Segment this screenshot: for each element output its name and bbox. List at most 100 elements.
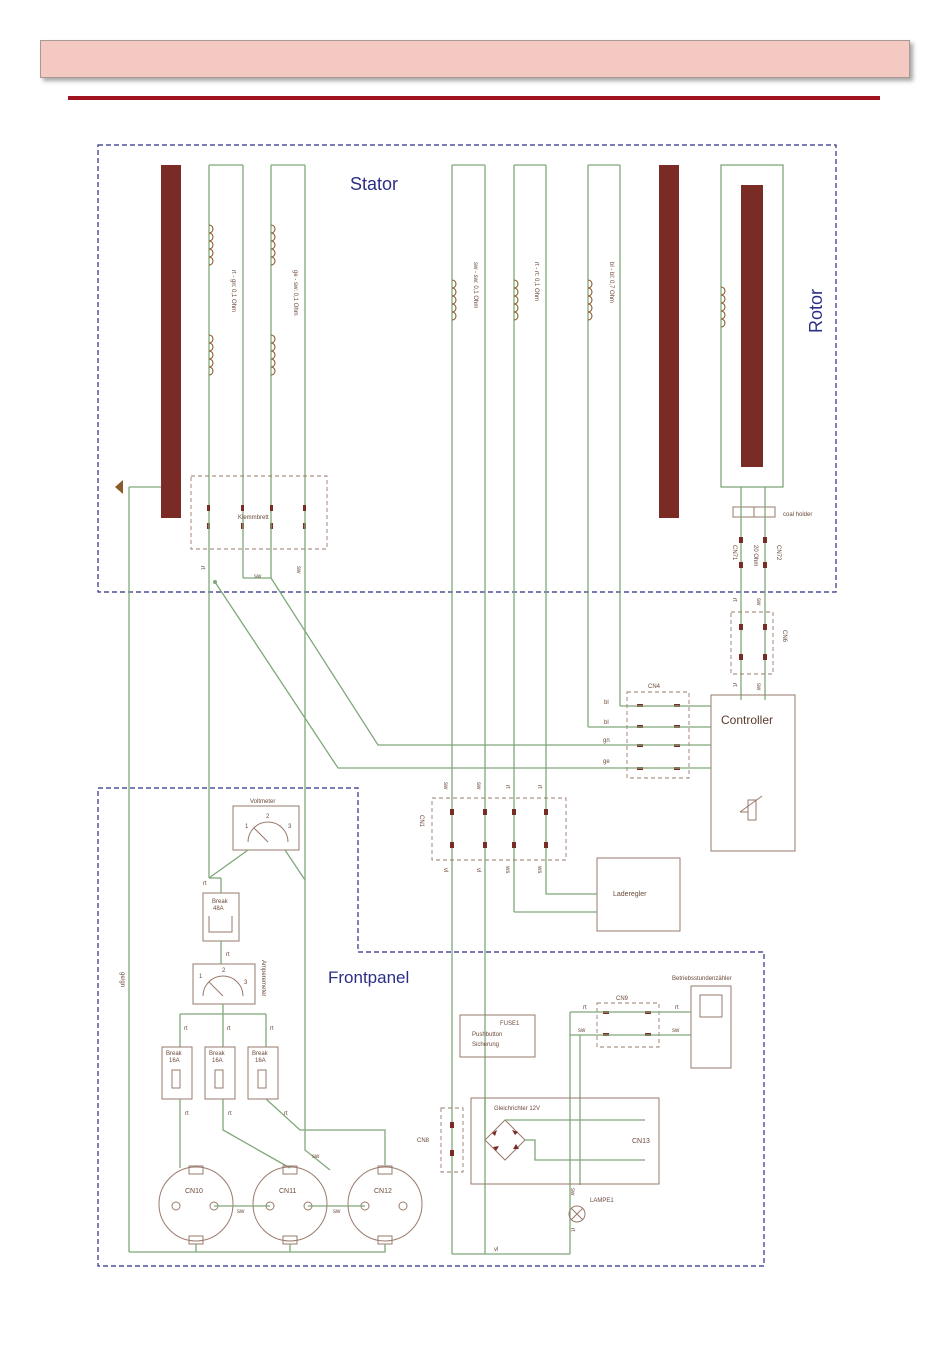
break-16a-3: Break 16A [247, 1046, 279, 1100]
stator-bar-left [161, 165, 181, 518]
cn9-pins [603, 1011, 651, 1036]
gleichrichter-label: Gleichrichter 12V [494, 1106, 540, 1112]
cn11-socket: CN11 [252, 1165, 328, 1245]
cn9-box [596, 1002, 660, 1048]
stator-frame [97, 144, 837, 593]
ampere-n1: 1 [199, 974, 203, 980]
tag-sw-cn1: sw [442, 782, 448, 790]
tag-sw-sock: sw [312, 1154, 320, 1160]
rotor-bar [741, 185, 763, 467]
svg-text:16A: 16A [169, 1058, 180, 1064]
fuse1-box [459, 1014, 536, 1058]
rotor-outline [720, 164, 784, 488]
tag-sw-s2: sw [333, 1209, 341, 1215]
svg-text:CN11: CN11 [279, 1188, 296, 1195]
svg-text:Break: Break [209, 1051, 226, 1057]
svg-text:16A: 16A [212, 1058, 223, 1064]
tag-rt-cn1: rt [504, 785, 510, 789]
tag-sw-cn6: sw [755, 598, 761, 606]
tag-rt-b3: rt [270, 1026, 274, 1032]
tag-vl-cn1: vl [442, 868, 448, 872]
klemmbrett-box [190, 475, 328, 550]
tag-sw-cn1b: sw [475, 782, 481, 790]
svg-text:CN10: CN10 [185, 1188, 203, 1195]
tag-sw-cn9b: sw [672, 1028, 680, 1034]
cn72-label: CN72 [775, 545, 781, 561]
frontpanel-title: Frontpanel [328, 968, 409, 987]
tag-rt-1: rt [199, 566, 205, 570]
betriebsstunden-box [690, 985, 732, 1069]
tag-rt-o1: rt [185, 1111, 189, 1117]
tag-bl-1: bl [604, 700, 609, 706]
coil-pair-5: bl - bl: 0,7 Ohm [587, 164, 621, 727]
cn8-label: CN8 [417, 1138, 430, 1144]
voltmeter-box [232, 805, 300, 851]
fuse1-label: FUSE1 [500, 1021, 520, 1027]
tag-rt-lamp: rt [569, 1228, 575, 1232]
sicherung-label: Sicherung [472, 1042, 499, 1048]
cn71-label: CN71 [731, 545, 737, 561]
voltmeter-n3: 3 [288, 824, 292, 830]
coal-holder-label: coal holder [783, 512, 812, 518]
tag-rt-cn6b: rt [731, 683, 737, 687]
break-48a-amp: 48A [213, 906, 224, 912]
voltmeter-label: Voltmeter [250, 799, 275, 805]
tag-sw-1: sw [254, 574, 262, 580]
cn10-socket: CN10 [158, 1165, 234, 1245]
laderegler-label: Laderegler [613, 891, 647, 898]
coil-pair-3: sw - sw: 0,1 Ohm [451, 164, 486, 1254]
betriebsstunden-display [699, 994, 723, 1018]
tag-sw-cn9: sw [578, 1028, 586, 1034]
coil-2-label: ge - sw: 0,1 Ohm [292, 270, 298, 316]
ampere-n3: 3 [244, 980, 248, 986]
cn13-label: CN13 [632, 1138, 650, 1145]
cn7-pins [739, 537, 767, 568]
coil-pair-2: ge - sw: 0,1 Ohm [270, 164, 306, 520]
controller-box [710, 694, 796, 852]
tag-rt-cn9b: rt [675, 1005, 679, 1011]
amperemeter-box [192, 963, 256, 1005]
potentiometer-icon [739, 795, 763, 821]
controller-label: Controller [721, 713, 773, 727]
svg-text:Break: Break [166, 1051, 183, 1057]
cn6-pins [739, 624, 767, 660]
rotor-coil [720, 286, 726, 328]
tag-sw-2: sw [295, 566, 301, 574]
voltmeter-n1: 1 [245, 824, 249, 830]
cn1-label: CN1 [418, 815, 424, 828]
coil-3-label: sw - sw: 0,1 Ohm [472, 262, 478, 308]
cn8-pins [450, 1122, 454, 1156]
tag-ws-cn1: ws [504, 865, 510, 873]
gegn-label: ge/gn [119, 972, 125, 987]
cn6-box [730, 611, 774, 675]
header-rule [68, 96, 880, 100]
tag-rt-br48: rt [203, 881, 207, 887]
stator-bar-right [659, 165, 679, 518]
amperemeter-label: Amperemeter [260, 960, 266, 996]
coil-1-label: rt - gn: 0,1 Ohm [230, 270, 236, 312]
tag-bl-2: bl [604, 720, 609, 726]
coil-4-label: rt - rt: 0,1 Ohm [533, 262, 539, 301]
tag-ws-cn1b: ws [536, 865, 542, 873]
tag-gn: gn [603, 738, 610, 744]
lamp-icon [568, 1205, 586, 1223]
tag-rt-cn9: rt [583, 1005, 587, 1011]
pushbutton-label: Pushbutton [472, 1032, 502, 1038]
tag-rt-cn1b: rt [536, 785, 542, 789]
tag-rt-cn6: rt [731, 598, 737, 602]
tag-rt-o3: rt [284, 1111, 288, 1117]
cn9-label: CN9 [616, 996, 629, 1002]
cn4-label: CN4 [648, 684, 661, 690]
break-16a-2: Break 16A [204, 1046, 236, 1100]
stator-title: Stator [350, 174, 398, 194]
cn6-label: CN6 [781, 630, 787, 643]
coil-pair-4: rt - rt: 0,1 Ohm [513, 164, 547, 912]
rotor-title: Rotor [806, 289, 826, 333]
tag-rt-b2: rt [227, 1026, 231, 1032]
break-48a-label: Break [212, 899, 229, 905]
ampere-n2: 2 [222, 968, 226, 974]
klemmbrett-label: Klemmbrett [238, 515, 269, 521]
tag-rt-br48b: rt [226, 952, 230, 958]
coil-pair-1: rt - gn: 0,1 Ohm [208, 164, 244, 520]
